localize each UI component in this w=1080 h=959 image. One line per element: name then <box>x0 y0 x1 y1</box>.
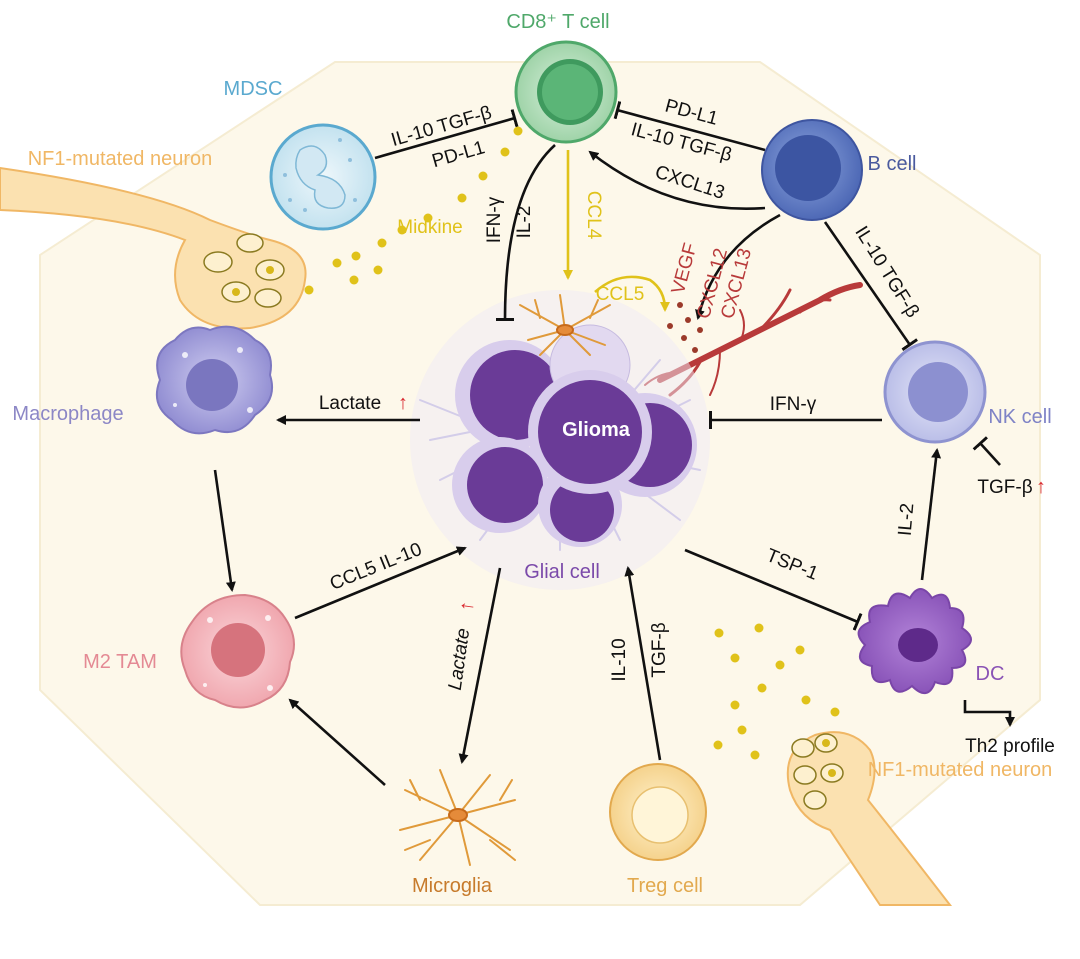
m2-glioma-arrow <box>294 546 467 620</box>
bcell-cd8-inhibit <box>613 101 766 152</box>
cd8-il2-signal: IL-2 <box>514 206 535 239</box>
midkine-label: Midkine <box>397 217 462 238</box>
nk-label: NK cell <box>988 406 1051 428</box>
cd8-ifn-signal: IFN-γ <box>484 196 505 243</box>
treg-il10-signal: IL-10 <box>609 638 630 681</box>
glioma-microglia-arrow <box>458 567 502 764</box>
cd8-glioma-inhibit <box>495 144 556 322</box>
treg-label: Treg cell <box>627 875 703 897</box>
th2-profile-label: Th2 profile <box>965 736 1055 757</box>
ccl5-label: CCL5 <box>596 284 645 305</box>
treg-tgf-signal: TGF-β <box>649 622 670 677</box>
b-cell <box>761 119 863 221</box>
nk-cell <box>883 340 987 444</box>
vegf-dots <box>667 302 703 353</box>
glioma-tumor <box>452 324 697 547</box>
mdsc-label: MDSC <box>224 78 283 100</box>
lactate-left-signal: Lactate <box>319 393 381 414</box>
bcell-nk-inhibit <box>823 221 918 351</box>
nf1-neuron-top <box>0 166 307 330</box>
lactate-bottom-up: ↑ <box>455 600 478 613</box>
ccl5-loop <box>594 275 670 312</box>
mdsc-cell <box>269 123 377 231</box>
m2tam-label: M2 TAM <box>83 651 157 673</box>
treg-glioma-arrow <box>624 566 662 761</box>
bcell-label: B cell <box>868 153 917 175</box>
dc-cell <box>857 588 972 694</box>
dc-nk-arrow <box>920 448 942 581</box>
bcell-cd8-cxcl13 <box>588 150 766 210</box>
dc-il2-signal: IL-2 <box>895 502 919 536</box>
tgf-nk-inhibit <box>972 436 1001 466</box>
microglia-label: Microglia <box>412 875 493 897</box>
tgf-nk-up: ↑ <box>1036 476 1046 498</box>
glial-label: Glial cell <box>524 561 600 583</box>
macrophage-m2-arrow <box>213 469 236 592</box>
glioma-label: Glioma <box>562 419 631 441</box>
astrocyte-top <box>519 294 611 356</box>
lactate-left-up: ↑ <box>398 392 408 414</box>
dc-label: DC <box>976 663 1005 685</box>
tgf-nk-signal: TGF-β <box>977 477 1032 498</box>
nk-ifn-signal: IFN-γ <box>770 394 817 415</box>
m2-tam-cell <box>180 593 295 709</box>
bcell-vegf-curve <box>695 213 781 320</box>
neuron-top-label: NF1-mutated neuron <box>28 148 213 170</box>
macrophage-cell <box>156 325 274 435</box>
dc-th2-arrow <box>963 700 1015 727</box>
nf1-neuron-bottom <box>786 731 953 906</box>
cd8-label: CD8⁺ T cell <box>506 11 609 33</box>
mdsc-cd8-inhibit <box>374 109 519 160</box>
glioma-dc-inhibit <box>684 548 863 631</box>
microglia-cell <box>399 769 516 866</box>
ccl4-label: CCL4 <box>583 191 604 240</box>
neuron-bottom-label: NF1-mutated neuron <box>868 759 1053 781</box>
microglia-m2-arrow <box>288 698 386 786</box>
macrophage-label: Macrophage <box>12 403 123 425</box>
treg-cell <box>609 763 707 861</box>
cd8-t-cell <box>514 40 618 144</box>
midkine-dots <box>304 126 840 760</box>
